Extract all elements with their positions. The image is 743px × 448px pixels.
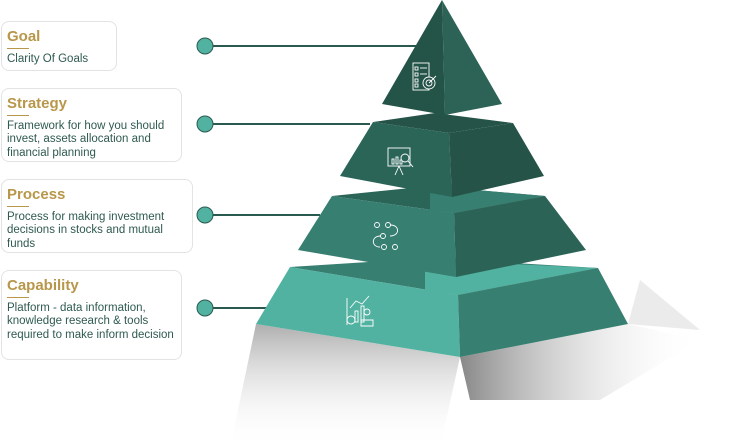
level-title: Capability	[7, 277, 79, 294]
title-underline	[7, 48, 29, 49]
pyramid-tier-goal	[382, 0, 502, 115]
level-description: Process for making investment decisions …	[7, 211, 165, 250]
level-description: Platform - data information, knowledge r…	[7, 302, 174, 341]
pyramid-shadow	[230, 324, 460, 448]
pyramid-tier-process	[298, 186, 586, 277]
title-underline	[7, 297, 29, 298]
capability-platform-growth-icon	[346, 295, 374, 327]
title-underline	[7, 206, 29, 207]
level-description: Framework for how you should invest, ass…	[7, 120, 165, 159]
connector-process	[196, 206, 320, 224]
level-card-goal: Goal Clarity Of Goals	[1, 21, 117, 71]
pyramid-shadow-dark	[460, 324, 700, 400]
level-card-process: Process Process for making investment de…	[1, 179, 193, 253]
strategy-chart-analysis-icon	[387, 147, 414, 176]
level-card-strategy: Strategy Framework for how you should in…	[1, 88, 182, 162]
title-underline	[7, 115, 29, 116]
pyramid-shadow-right	[628, 280, 700, 330]
level-title: Process	[7, 186, 66, 203]
connector-strategy	[196, 115, 370, 133]
connector-capability	[196, 299, 270, 317]
level-description: Clarity Of Goals	[7, 53, 89, 65]
level-card-capability: Capability Platform - data information, …	[1, 270, 182, 360]
goal-checklist-target-icon	[412, 62, 437, 91]
level-title: Goal	[7, 28, 41, 45]
pyramid-tier-strategy	[340, 113, 544, 197]
process-flow-icon	[372, 222, 399, 250]
connector-goal	[196, 37, 420, 55]
level-title: Strategy	[7, 95, 68, 112]
